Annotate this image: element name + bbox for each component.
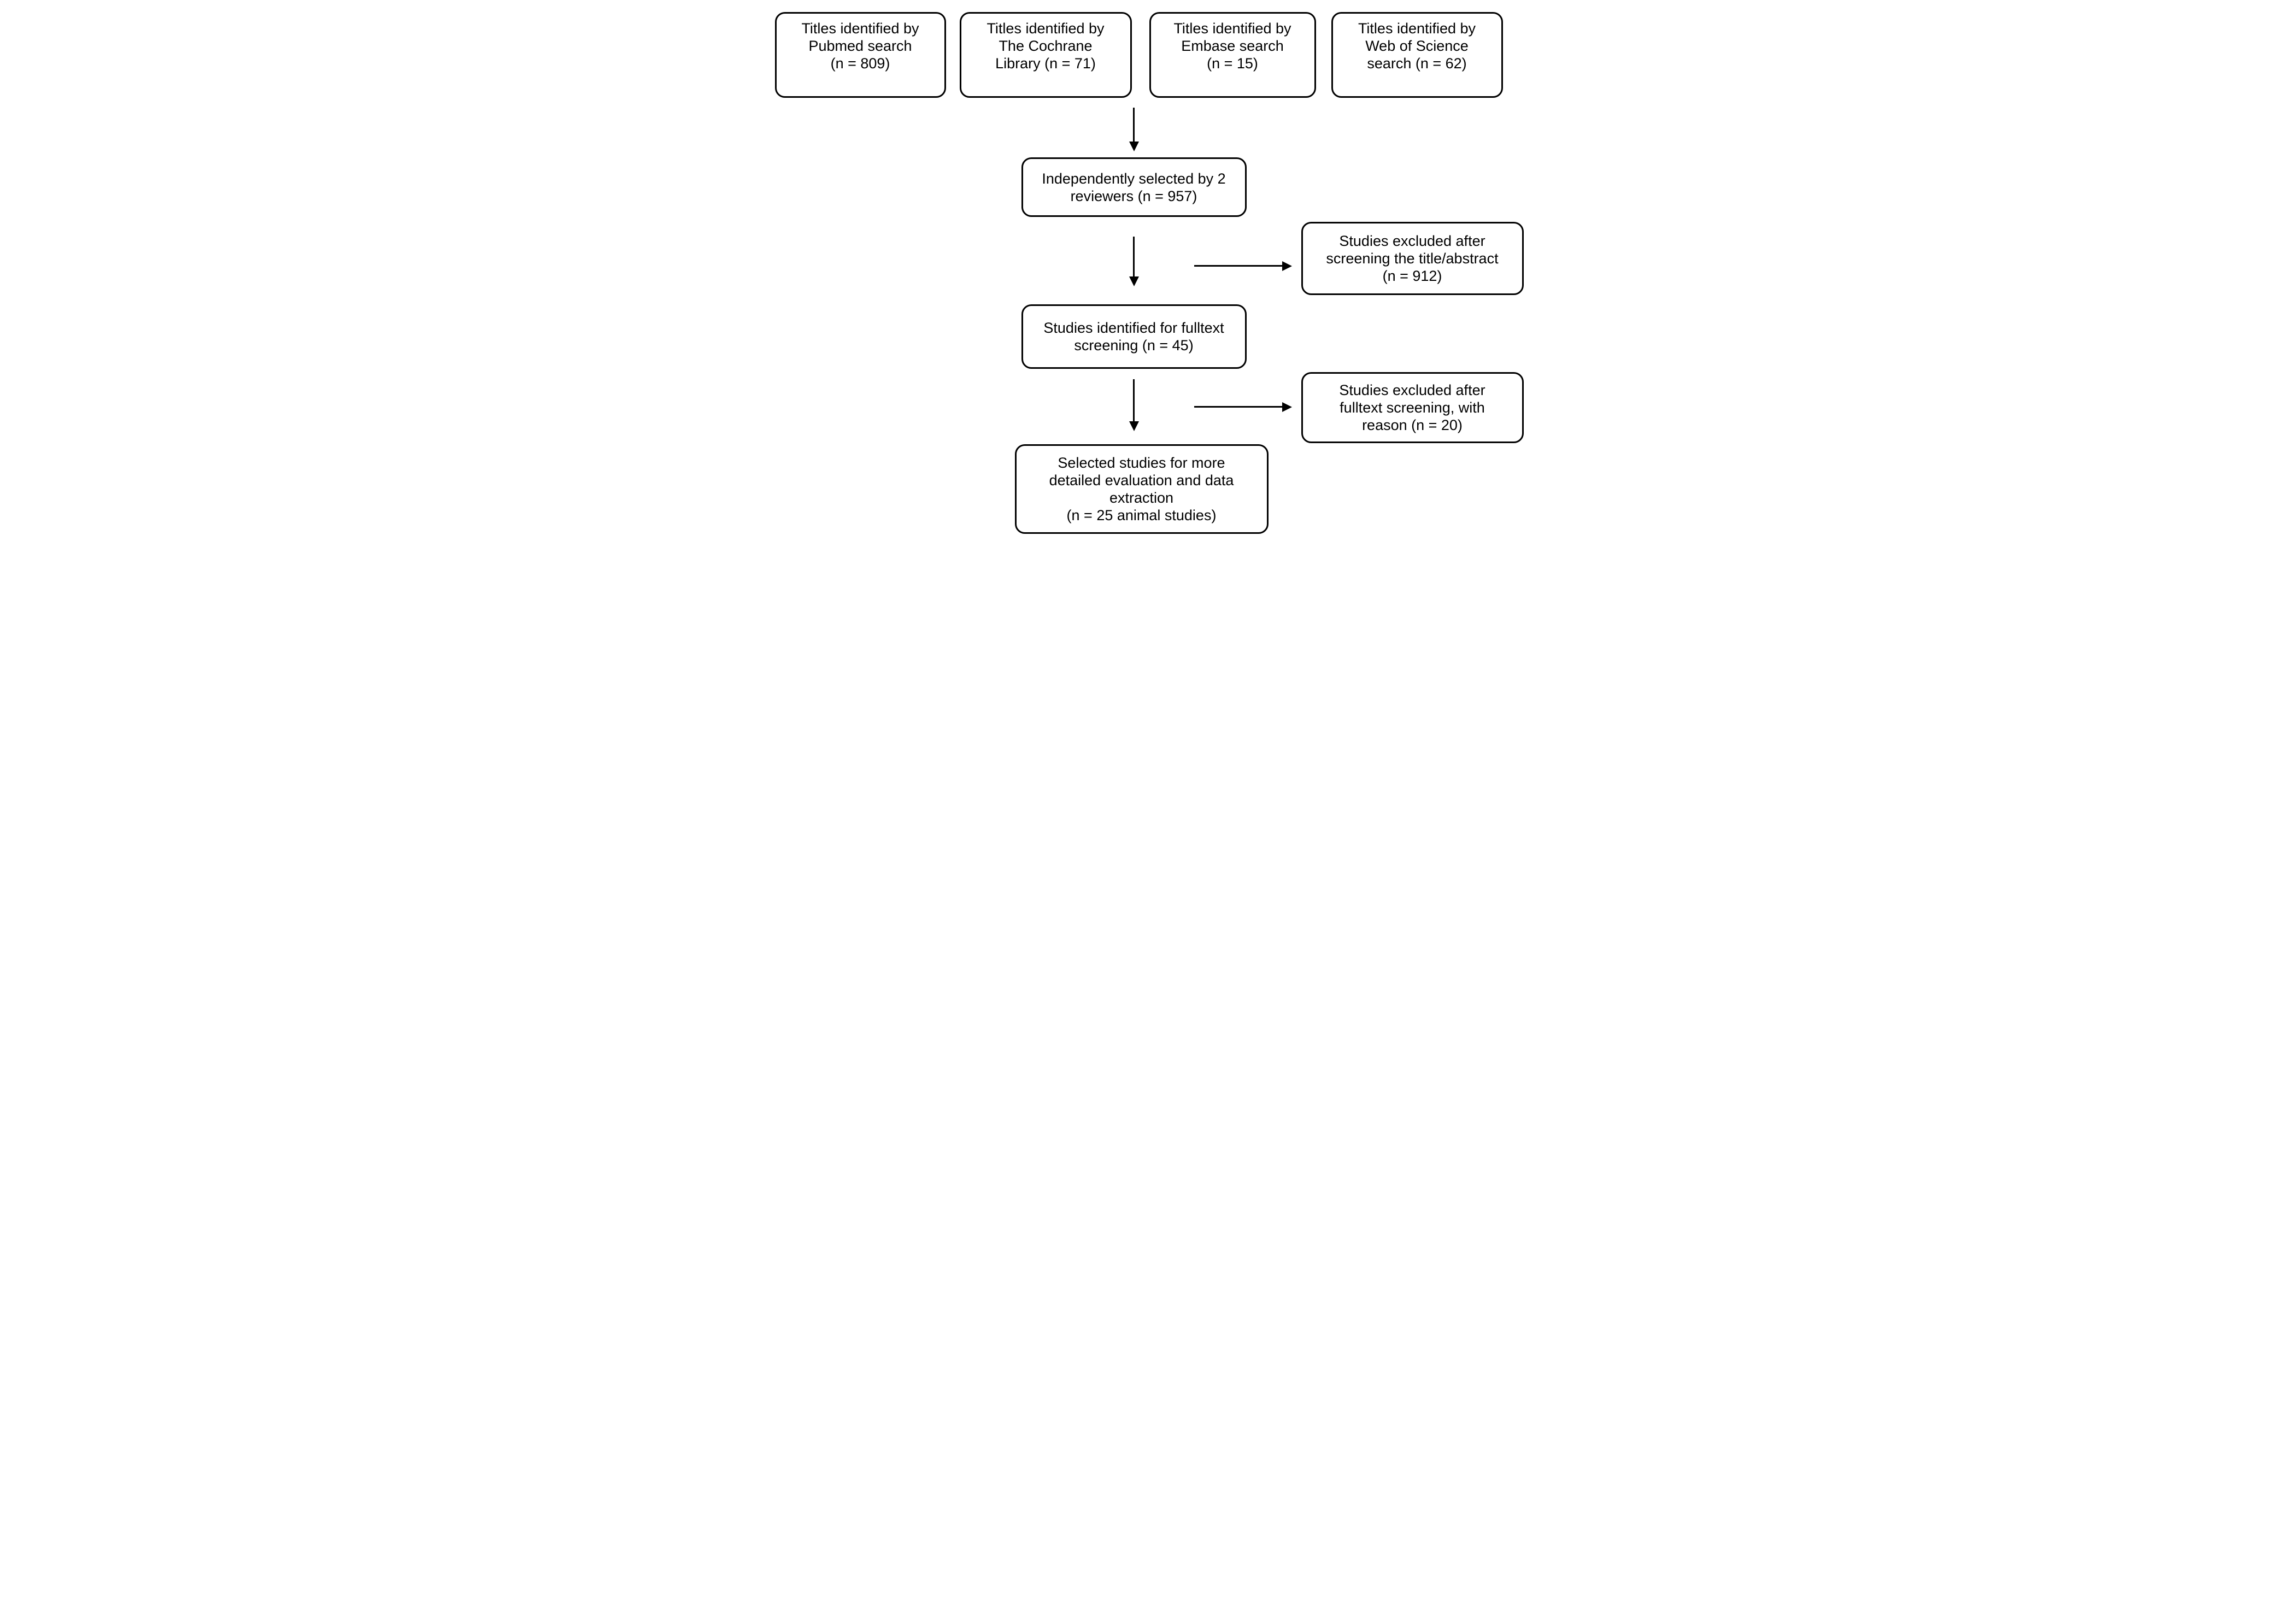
arrow-sources-to-selection-line	[1132, 108, 1135, 142]
box-fulltext-screening: Studies identified for fulltext screenin…	[1021, 304, 1247, 369]
box-titles-cochrane: Titles identified by The Cochrane Librar…	[959, 12, 1132, 98]
box-titles-embase: Titles identified by Embase search (n = …	[1149, 12, 1316, 98]
box-titles-cochrane-label: Titles identified by The Cochrane Librar…	[986, 20, 1105, 72]
flow-diagram: Titles identified by Pubmed search (n = …	[765, 0, 1531, 538]
arrow-to-excluded-fulltext-head-icon	[1282, 402, 1292, 412]
box-excluded-fulltext: Studies excluded after fulltext screenin…	[1301, 372, 1524, 443]
box-excluded-fulltext-label: Studies excluded after fulltext screenin…	[1339, 382, 1485, 433]
box-excluded-title-abstract-label: Studies excluded after screening the tit…	[1326, 233, 1499, 284]
box-selected-final: Selected studies for more detailed evalu…	[1014, 444, 1269, 534]
box-titles-web-of-science: Titles identified by Web of Science sear…	[1331, 12, 1503, 98]
arrow-to-excluded-title-abstract-line	[1194, 265, 1282, 267]
box-selected-final-label: Selected studies for more detailed evalu…	[1049, 455, 1234, 523]
box-independently-selected-label: Independently selected by 2 reviewers (n…	[1042, 170, 1226, 204]
arrow-fulltext-to-final-line	[1132, 379, 1135, 421]
box-independently-selected: Independently selected by 2 reviewers (n…	[1021, 157, 1247, 217]
box-excluded-title-abstract: Studies excluded after screening the tit…	[1301, 222, 1524, 295]
arrow-fulltext-to-final-head-icon	[1129, 421, 1139, 431]
arrow-to-excluded-title-abstract-head-icon	[1282, 261, 1292, 271]
box-fulltext-screening-label: Studies identified for fulltext screenin…	[1043, 320, 1224, 354]
arrow-to-excluded-fulltext-line	[1194, 406, 1282, 408]
arrow-sources-to-selection-head-icon	[1129, 142, 1139, 151]
box-titles-web-of-science-label: Titles identified by Web of Science sear…	[1358, 20, 1476, 72]
arrow-selection-to-fulltext-line	[1132, 237, 1135, 276]
box-titles-pubmed: Titles identified by Pubmed search (n = …	[774, 12, 946, 98]
arrow-selection-to-fulltext-head-icon	[1129, 276, 1139, 286]
box-titles-pubmed-label: Titles identified by Pubmed search (n = …	[801, 20, 919, 72]
box-titles-embase-label: Titles identified by Embase search (n = …	[1173, 20, 1291, 72]
